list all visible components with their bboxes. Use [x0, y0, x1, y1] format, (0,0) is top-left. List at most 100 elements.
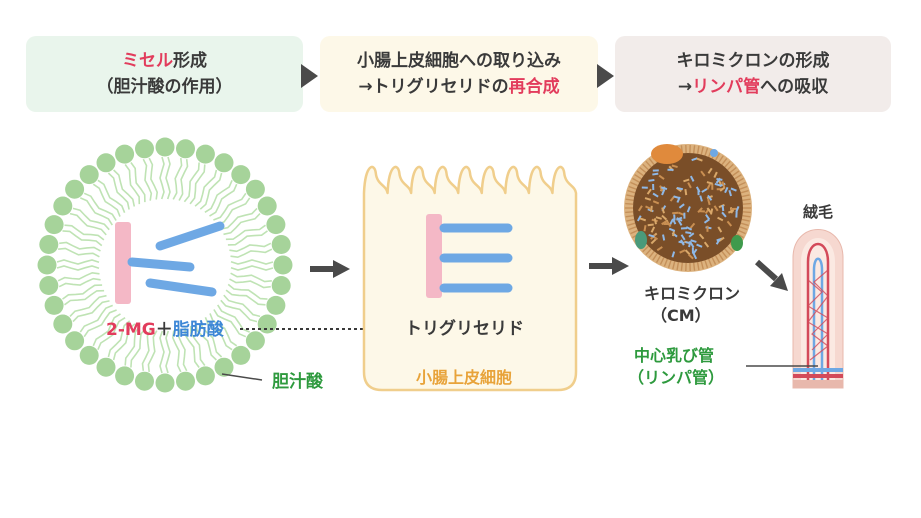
bile-acid-tail	[107, 172, 130, 210]
bile-acid-head	[271, 276, 291, 295]
cm-shell-spike	[718, 155, 724, 163]
step-chylomicron-lymph: キロミクロンの形成 →リンパ管への吸収	[615, 36, 891, 112]
cm-shell-spike	[627, 222, 636, 227]
cm-lipid-speck	[671, 164, 678, 169]
cm-lipid-speck	[658, 174, 665, 180]
cm-shell-spike	[630, 229, 639, 235]
cm-shell-spike	[729, 166, 737, 174]
bile-acid-label: 胆汁酸	[272, 372, 323, 392]
cm-shell-spike	[625, 211, 634, 214]
cm-shell-spike	[734, 174, 742, 180]
step2-line2-pre: →トリグリセリドの	[358, 77, 509, 97]
cm-lipid-speck	[713, 205, 719, 212]
cm-lipid-speck	[703, 218, 710, 224]
cm-shell-spike	[740, 222, 749, 227]
cm-lipid-speck	[690, 239, 697, 243]
bile-acid-tail	[141, 329, 152, 371]
bile-acid-head	[115, 366, 135, 386]
fatty-acid-bar	[127, 257, 195, 272]
cm-shell-spike	[652, 253, 658, 261]
bile-acid-tail	[171, 330, 182, 373]
step3-line2-pre: →	[677, 77, 693, 97]
bile-acid-head	[155, 373, 175, 393]
cm-shell-spike	[740, 189, 749, 194]
bile-acid-tail	[230, 272, 272, 283]
cm-lipid-speck	[652, 192, 659, 198]
bile-acid-head	[176, 139, 195, 159]
bile-acid-tail	[62, 284, 103, 300]
cm-lipid-speck	[668, 227, 676, 232]
cm-lipid-speck	[660, 186, 668, 190]
cm-lipid-speck	[730, 207, 737, 210]
cm-shell-spike	[676, 262, 680, 271]
cm-lipid-speck	[717, 226, 723, 233]
cm-lipid-speck	[701, 188, 708, 193]
micelle	[37, 137, 293, 393]
cm-lipid-speck	[703, 241, 710, 248]
bile-acid-head	[271, 235, 291, 254]
cm-shell-spike	[727, 245, 734, 253]
villus-label: 絨毛	[803, 203, 834, 221]
right-arrow-icon	[589, 257, 629, 275]
bile-acid-tail	[225, 224, 266, 241]
bile-acid-tail	[79, 304, 113, 333]
cm-lipid-speck	[671, 218, 677, 225]
micelle-label: 2-MG＋脂肪酸	[106, 320, 224, 340]
cm-lipid-speck	[714, 182, 721, 187]
cm-shell-spike	[655, 255, 662, 263]
cm-shell-spike	[724, 160, 731, 168]
bile-acid-head	[245, 179, 265, 199]
apolipoprotein	[651, 144, 683, 164]
bile-acid-head	[257, 196, 277, 216]
cm-shell-spike	[672, 261, 676, 270]
cm-shell-spike	[645, 248, 652, 256]
bile-acid-tail	[230, 259, 274, 265]
cm-lipid-speck	[721, 211, 727, 218]
bile-acid-head	[135, 139, 154, 159]
cm-lipid-speck	[652, 200, 660, 205]
bile-acid-tail	[64, 289, 105, 306]
bile-acid-head	[195, 366, 215, 386]
bile-acid-tail	[83, 309, 117, 338]
cm-shell-spike	[628, 226, 637, 231]
cm-lipid-speck	[680, 227, 688, 230]
bile-acid-tail	[204, 317, 233, 351]
cm-shell-spike	[704, 147, 709, 156]
apolipoprotein	[710, 149, 718, 157]
cm-lipid-speck	[683, 178, 690, 183]
bile-acid-tail	[72, 300, 110, 323]
bile-acid-tail	[97, 179, 126, 213]
bile-acid-tail	[148, 157, 159, 200]
bile-acid-tail	[62, 230, 103, 247]
cm-lipid-speck	[688, 253, 694, 260]
cm-shell-spike	[736, 233, 744, 239]
bile-acid-tail	[223, 213, 261, 236]
cm-shell-spike	[739, 185, 748, 190]
cm-lipid-speck	[677, 211, 685, 216]
cm-shell-spike	[693, 262, 696, 271]
cm-lipid-speck	[680, 239, 685, 246]
bile-acid-head	[79, 165, 99, 185]
cm-lipid-speck	[673, 195, 680, 199]
bile-acid-tail	[56, 265, 100, 271]
cm-shell-spike	[648, 250, 655, 259]
cm-lipid-speck	[692, 248, 698, 255]
bile-acid-head	[44, 215, 64, 235]
cm-shell-spike	[732, 170, 740, 177]
bile-acid-tail	[58, 277, 101, 288]
cm-lipid-speck	[719, 186, 726, 192]
cm-lipid-speck	[650, 205, 653, 212]
bile-acid-tail	[194, 169, 218, 207]
bile-acid-tail	[177, 329, 188, 372]
bile-acid-tail	[213, 192, 247, 221]
cm-lipid-speck	[685, 241, 692, 245]
intestinal-cell-label: 小腸上皮細胞	[416, 368, 513, 387]
bile-acid-tail	[189, 325, 206, 366]
cm-lipid-speck	[727, 209, 735, 214]
bile-acid-head	[214, 153, 234, 173]
cm-shell-spike	[707, 258, 713, 267]
bile-acid-tail	[165, 330, 171, 374]
cm-lipid-speck	[735, 206, 740, 213]
cm-lipid-speck	[656, 246, 663, 252]
cm-lipid-speck	[636, 215, 642, 222]
